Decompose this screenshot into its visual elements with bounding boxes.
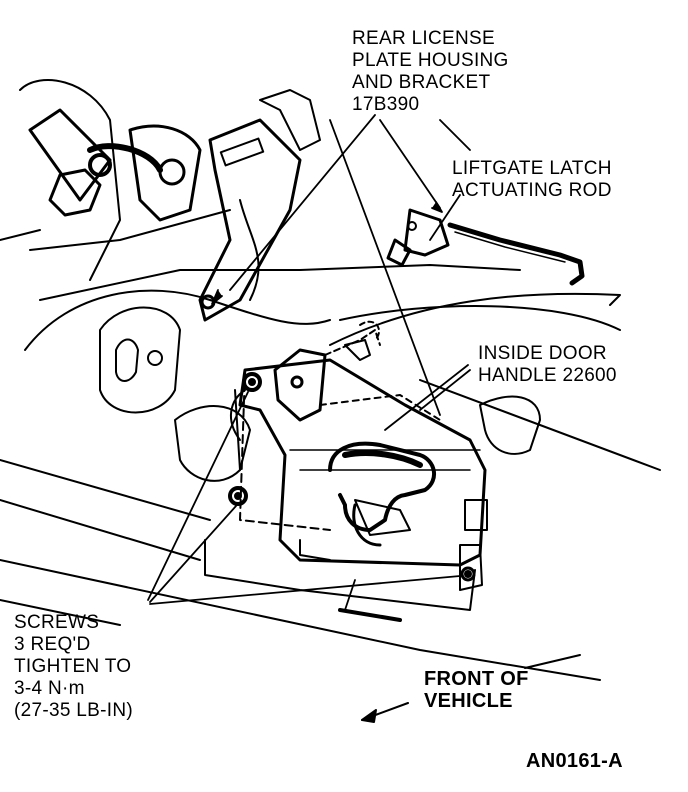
label-line: PLATE HOUSING xyxy=(352,50,509,71)
label-front-of-vehicle: FRONT OF VEHICLE xyxy=(424,668,529,712)
leader-lines xyxy=(147,114,471,622)
label-line: 17B390 xyxy=(352,94,420,115)
label-line: REAR LICENSE xyxy=(352,28,495,49)
label-line: HANDLE 22600 xyxy=(478,365,617,386)
label-line: 3-4 N·m xyxy=(14,678,85,699)
label-line: TIGHTEN TO xyxy=(14,656,132,677)
label-line: ACTUATING ROD xyxy=(452,180,612,201)
label-line: FRONT OF xyxy=(424,668,529,690)
bracket-mechanism xyxy=(0,79,321,322)
label-line: LIFTGATE LATCH xyxy=(452,158,612,179)
label-line: 3 REQ'D xyxy=(14,634,91,655)
label-screws: SCREWS 3 REQ'D TIGHTEN TO 3-4 N·m (27-35… xyxy=(14,612,133,722)
label-line: SCREWS xyxy=(14,612,100,633)
label-inside-door-handle: INSIDE DOOR HANDLE 22600 xyxy=(478,343,617,387)
label-license-plate-housing: REAR LICENSE PLATE HOUSING AND BRACKET 1… xyxy=(352,28,509,116)
trim-panel-contours xyxy=(0,264,661,681)
screws xyxy=(228,372,472,578)
front-direction-arrow xyxy=(361,654,581,723)
inside-door-handle xyxy=(230,320,488,591)
latch-actuating-rod xyxy=(329,208,621,346)
label-line: VEHICLE xyxy=(424,690,513,712)
label-line: AND BRACKET xyxy=(352,72,491,93)
label-line: INSIDE DOOR xyxy=(478,343,607,364)
label-line: (27-35 LB-IN) xyxy=(14,700,133,721)
figure-code: AN0161-A xyxy=(526,750,623,772)
label-latch-actuating-rod: LIFTGATE LATCH ACTUATING ROD xyxy=(452,158,612,202)
